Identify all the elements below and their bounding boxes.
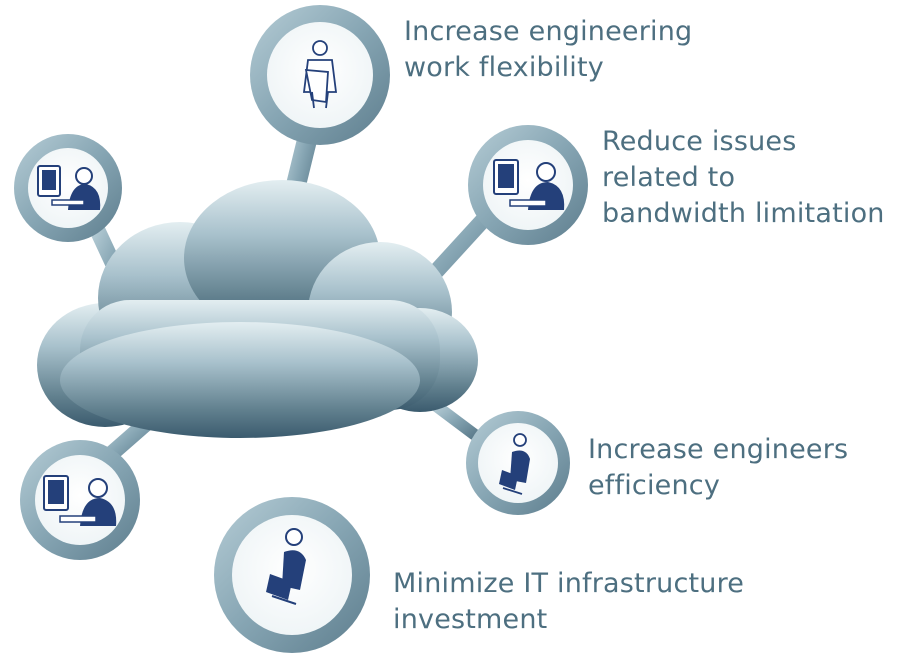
benefit-label-efficiency: Increase engineers efficiency <box>588 432 848 504</box>
connector-bottom-right <box>431 400 479 440</box>
node-bottom-right <box>466 411 570 515</box>
node-bottom <box>214 497 370 653</box>
benefit-line: Reduce issues <box>602 126 797 157</box>
benefit-line: related to <box>602 162 736 193</box>
computer-user-icon <box>37 165 101 210</box>
laptop-user-icon <box>266 528 306 605</box>
benefit-label-it-investment: Minimize IT infrastructure investment <box>393 566 744 638</box>
benefit-line: investment <box>393 604 548 635</box>
computer-user-icon <box>43 475 117 526</box>
node-top <box>250 5 390 145</box>
presenter-icon <box>302 40 338 109</box>
node-bottom-left <box>20 440 140 560</box>
cloud-shape <box>37 180 478 438</box>
benefit-label-bandwidth: Reduce issues related to bandwidth limit… <box>602 124 885 232</box>
benefit-line: Minimize IT infrastructure <box>393 568 745 599</box>
laptop-user-icon <box>499 433 530 495</box>
benefit-line: work flexibility <box>404 52 604 83</box>
node-top-right <box>468 125 588 245</box>
benefit-line: Increase engineering <box>404 16 693 47</box>
benefit-line: Increase engineers <box>588 434 849 465</box>
node-top-left <box>14 134 122 242</box>
computer-user-icon <box>493 159 565 210</box>
benefit-line: bandwidth limitation <box>602 198 885 229</box>
benefit-line: efficiency <box>588 470 721 501</box>
benefit-label-work-flexibility: Increase engineering work flexibility <box>404 14 692 86</box>
